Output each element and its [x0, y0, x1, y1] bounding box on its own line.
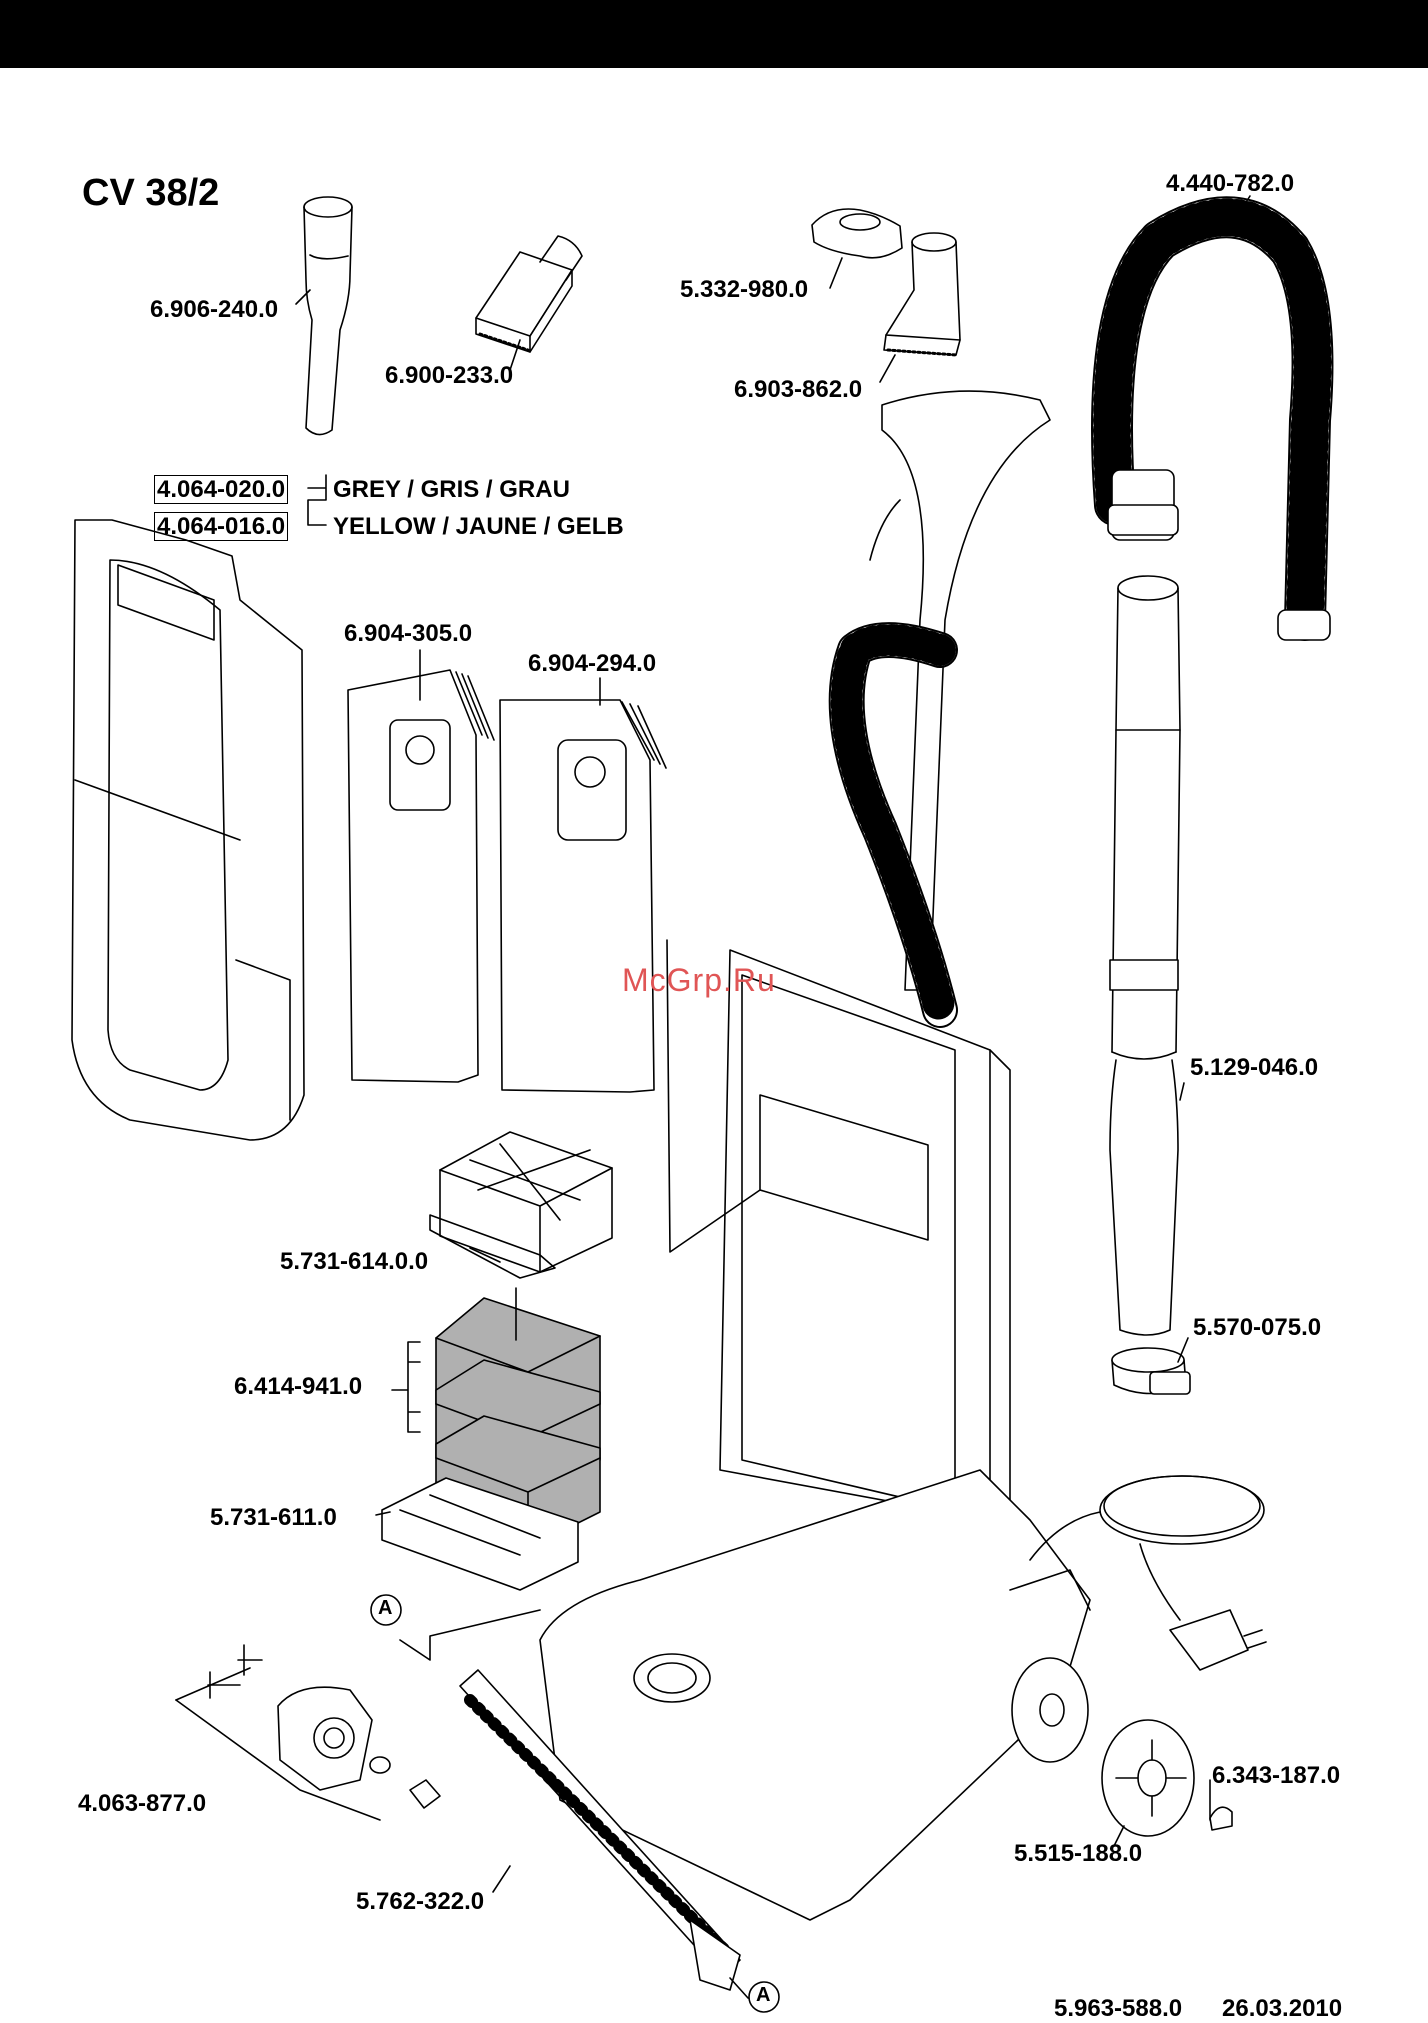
color-grey-label: GREY / GRIS / GRAU — [333, 476, 570, 503]
ref-marker-a-1 — [371, 1595, 401, 1625]
wheel-cap — [1210, 1807, 1232, 1830]
part-5129-046: 5.129-046.0 — [1190, 1054, 1319, 1081]
part-4063-877: 4.063-877.0 — [78, 1790, 207, 1817]
filter-bag-paper — [348, 670, 494, 1082]
brush-roll — [460, 1670, 740, 1990]
footer-date: 26.03.2010 — [1222, 1995, 1343, 2022]
side-bearing-cover — [208, 1645, 440, 1808]
part-5731-611: 5.731-611.0 — [210, 1504, 337, 1531]
color-yellow-label: YELLOW / JAUNE / GELB — [333, 513, 624, 540]
wheel-5515 — [1102, 1720, 1194, 1836]
part-6904-305: 6.904-305.0 — [344, 620, 473, 647]
part-6343-187: 6.343-187.0 — [1212, 1762, 1341, 1789]
footer-doc-number: 5.963-588.0 — [1054, 1995, 1183, 2022]
part-4064-020: 4.064-020.0 — [154, 475, 289, 504]
part-6903-862: 6.903-862.0 — [734, 376, 863, 403]
part-5332-980: 5.332-980.0 — [680, 276, 809, 303]
tool-clip — [812, 209, 902, 258]
exhaust-filter — [430, 1132, 612, 1278]
part-6414-941: 6.414-941.0 — [234, 1373, 363, 1400]
part-6904-294: 6.904-294.0 — [528, 650, 657, 677]
part-6900-233: 6.900-233.0 — [385, 362, 514, 389]
part-4440-782: 4.440-782.0 — [1166, 170, 1295, 197]
suction-hose — [1108, 217, 1330, 640]
filter-bag-fleece — [500, 700, 666, 1092]
part-5762-322: 5.762-322.0 — [356, 1888, 485, 1915]
ref-marker-a-1-label: A — [378, 1597, 393, 1619]
front-cover — [72, 520, 304, 1140]
vacuum-body — [540, 391, 1090, 1920]
filter-grille-cover — [382, 1478, 578, 1590]
tube-clip — [1112, 1348, 1190, 1394]
part-4064-016: 4.064-016.0 — [154, 512, 289, 541]
model-title: CV 38/2 — [82, 172, 220, 214]
extension-tube — [1110, 576, 1180, 1335]
combination-nozzle — [884, 233, 960, 355]
header-bar — [0, 0, 1428, 68]
part-6906-240: 6.906-240.0 — [150, 296, 279, 323]
part-4064-020-number: 4.064-020.0 — [154, 475, 289, 504]
ref-marker-a-2-label: A — [756, 1984, 771, 2006]
part-4064-016-number: 4.064-016.0 — [154, 512, 289, 541]
upholstery-nozzle — [476, 236, 582, 352]
crevice-nozzle — [304, 197, 352, 435]
part-5731-614: 5.731-614.0.0 — [280, 1248, 429, 1275]
power-cord — [1030, 1476, 1266, 1670]
leader-lines — [176, 196, 1250, 1998]
part-5515-188: 5.515-188.0 — [1014, 1840, 1143, 1867]
watermark: McGrp.Ru — [622, 962, 776, 998]
part-5570-075: 5.570-075.0 — [1193, 1314, 1322, 1341]
rear-wheel — [1012, 1658, 1088, 1762]
ref-marker-a-2 — [749, 1982, 779, 2012]
